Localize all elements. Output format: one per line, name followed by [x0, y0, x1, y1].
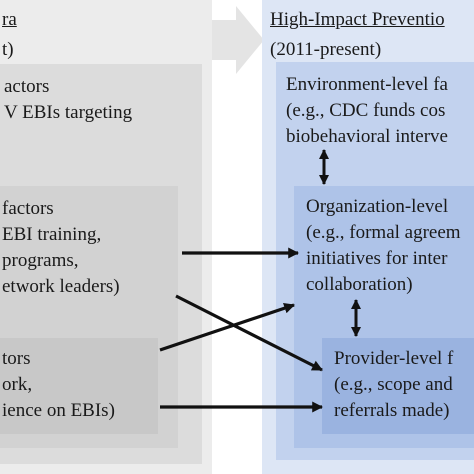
right-era-period: (2011-present) [270, 39, 382, 60]
left-provider-line-1: tors [2, 348, 31, 369]
transition-arrow-shape [212, 6, 264, 74]
right-provider-line-1: Provider-level f [334, 348, 454, 369]
left-organization-line-3: programs, [2, 250, 79, 271]
right-provider-line-2: (e.g., scope and [334, 374, 453, 395]
left-community-line-1: actors [4, 76, 50, 97]
right-organization-line-4: collaboration) [306, 274, 413, 295]
left-organization-line-1: factors [2, 198, 54, 219]
left-era-period: t) [2, 39, 14, 60]
left-community-line-2: V EBIs targeting [4, 102, 133, 123]
left-organization-line-4: etwork leaders) [2, 276, 120, 297]
right-provider-box [322, 338, 474, 434]
right-environment-line-2: (e.g., CDC funds cos [286, 100, 446, 121]
left-organization-line-2: EBI training, [2, 224, 102, 245]
right-environment-line-3: biobehavioral interve [286, 126, 448, 147]
right-provider-line-3: referrals made) [334, 400, 450, 421]
left-era-title: ra [2, 9, 17, 30]
right-organization-line-3: initiatives for inter [306, 248, 448, 269]
left-provider-line-3: ience on EBIs) [2, 400, 115, 421]
right-era-title: High-Impact Preventio [270, 9, 445, 30]
right-organization-line-2: (e.g., formal agreem [306, 222, 461, 243]
left-provider-line-2: ork, [2, 374, 33, 395]
left-provider-box [0, 338, 158, 434]
right-organization-line-1: Organization-level [306, 196, 449, 217]
right-environment-line-1: Environment-level fa [286, 74, 448, 95]
